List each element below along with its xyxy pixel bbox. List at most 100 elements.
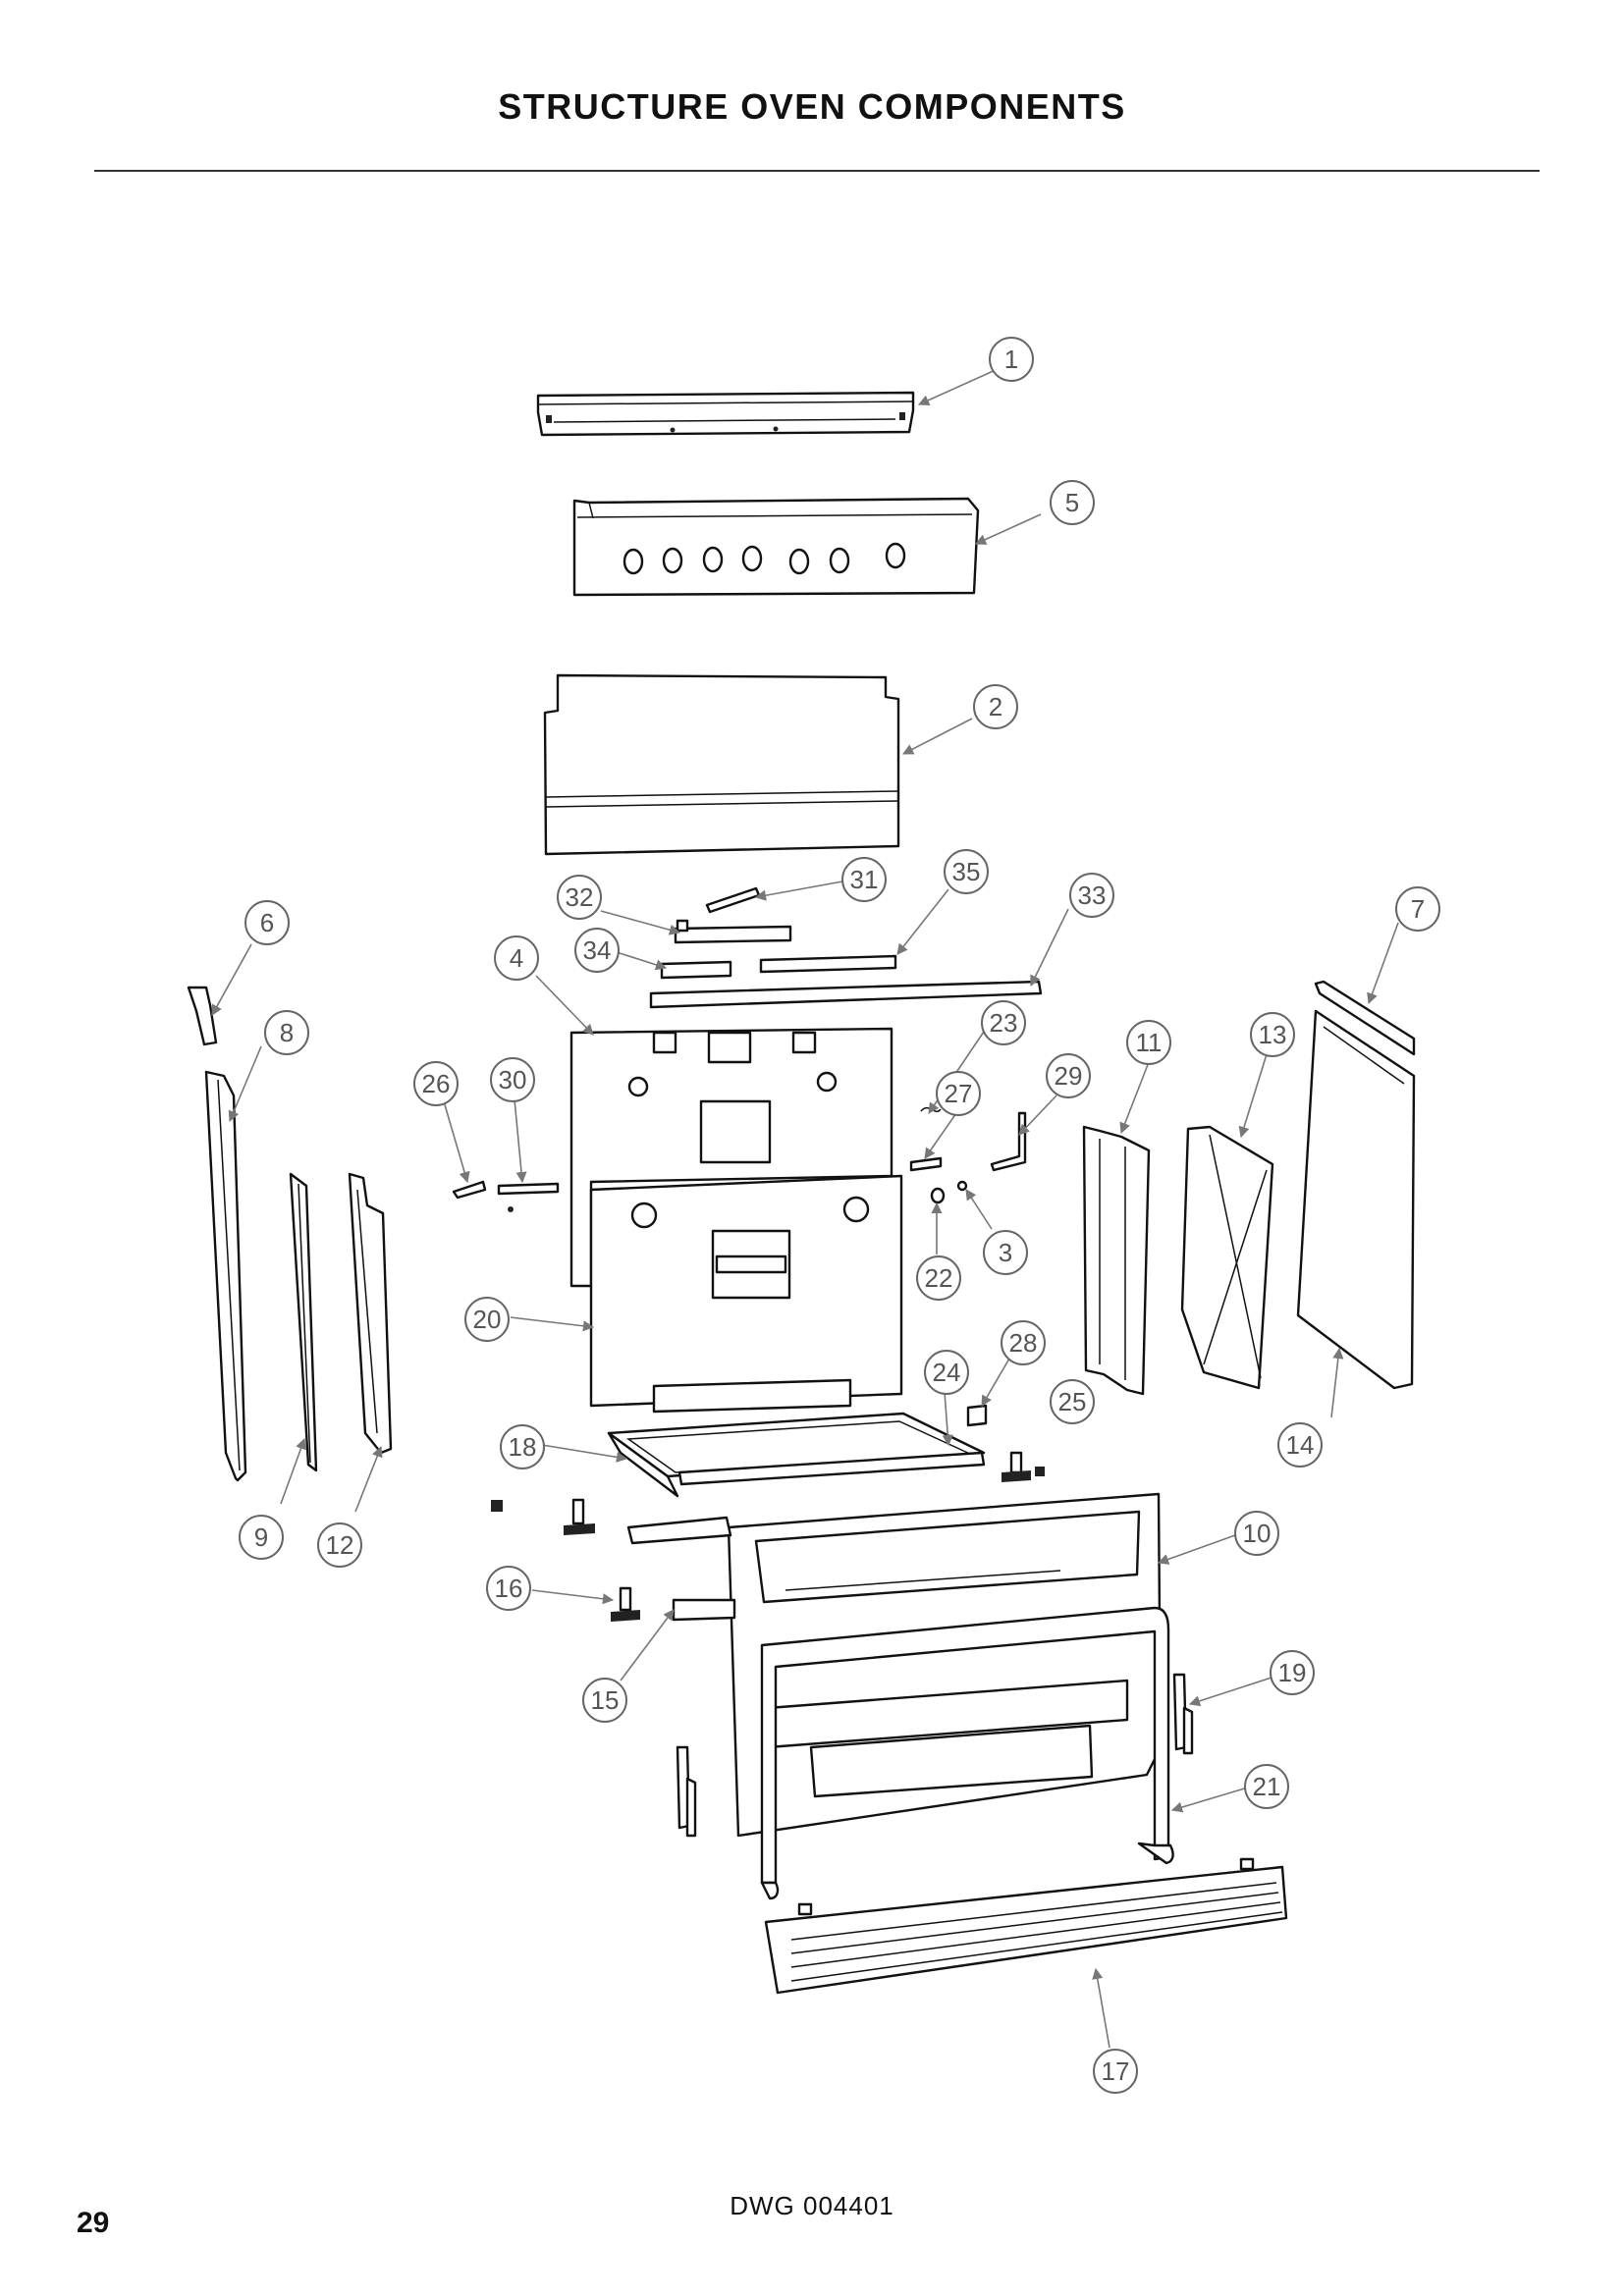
callout-28: 28 (1001, 1320, 1046, 1365)
svg-text:28: 28 (1009, 1328, 1038, 1358)
callout-35: 35 (944, 849, 989, 894)
part-12-side-frame (348, 1172, 393, 1455)
part-21-handle-frame (760, 1606, 1174, 1900)
callout-29: 29 (1046, 1053, 1091, 1098)
part-3-washer (956, 1180, 968, 1192)
callout-30: 30 (490, 1057, 535, 1102)
part-35-rail (759, 954, 897, 974)
svg-text:27: 27 (945, 1079, 973, 1108)
page-number: 29 (77, 2207, 110, 2239)
part-25-nut (1035, 1467, 1045, 1476)
drawing-number: DWG 004401 (730, 2191, 894, 2220)
part-24-foot (1001, 1451, 1031, 1482)
svg-text:3: 3 (999, 1238, 1012, 1267)
part-15-front-rail (626, 1516, 736, 1622)
control-knob-holes (623, 542, 906, 575)
part-29-bracket (990, 1111, 1027, 1172)
callout-10: 10 (1234, 1511, 1279, 1556)
svg-text:13: 13 (1259, 1020, 1287, 1049)
svg-text:11: 11 (1136, 1028, 1163, 1057)
callout-2: 2 (973, 684, 1018, 729)
callout-15: 15 (582, 1678, 627, 1723)
part-5-control-panel (572, 497, 980, 597)
callout-13: 13 (1250, 1012, 1295, 1057)
callout-3: 3 (983, 1230, 1028, 1275)
svg-text:18: 18 (509, 1432, 537, 1462)
part-30-clip (497, 1182, 560, 1212)
part-26-clip (452, 1180, 487, 1200)
svg-text:35: 35 (952, 857, 981, 886)
callout-1: 1 (989, 337, 1034, 382)
svg-text:1: 1 (1004, 345, 1018, 374)
callout-26: 26 (413, 1061, 459, 1106)
part-7-cap (1314, 980, 1416, 1056)
title-divider (94, 170, 1540, 172)
part-19-hinge-right (1172, 1673, 1194, 1755)
svg-text:10: 10 (1243, 1519, 1272, 1548)
part-11-right-frame (1082, 1125, 1151, 1396)
svg-text:32: 32 (566, 882, 594, 912)
svg-text:34: 34 (583, 935, 612, 965)
callout-9: 9 (239, 1515, 284, 1560)
callout-6: 6 (244, 900, 290, 945)
svg-text:16: 16 (495, 1574, 523, 1603)
callout-25: 25 (1050, 1379, 1095, 1424)
svg-text:8: 8 (280, 1018, 294, 1047)
part-19-hinge-left (676, 1745, 697, 1838)
part-20-oven-back (589, 1174, 903, 1414)
part-1-top-rail (536, 391, 915, 437)
part-16-foot-upper (491, 1498, 595, 1535)
callout-24: 24 (924, 1350, 969, 1395)
svg-text:12: 12 (326, 1530, 354, 1560)
svg-text:30: 30 (499, 1065, 527, 1095)
callout-23: 23 (981, 1000, 1026, 1045)
svg-text:31: 31 (850, 865, 879, 894)
callout-4: 4 (494, 935, 539, 981)
part-28-bracket (966, 1404, 988, 1427)
part-18-base-tray (607, 1412, 986, 1498)
callout-18: 18 (500, 1424, 545, 1469)
part-22-bushing (930, 1187, 946, 1204)
part-33-long-rail (649, 980, 1043, 1009)
svg-text:19: 19 (1278, 1658, 1307, 1687)
leader-lines (211, 368, 1399, 2049)
callout-34: 34 (574, 928, 620, 973)
page-title: STRUCTURE OVEN COMPONENTS (498, 86, 1126, 127)
svg-text:29: 29 (1055, 1061, 1083, 1091)
callout-12: 12 (317, 1522, 362, 1568)
part-14-side-panel (1296, 1009, 1416, 1390)
callout-17: 17 (1093, 2049, 1138, 2094)
callout-22: 22 (916, 1255, 961, 1301)
callout-21: 21 (1244, 1764, 1289, 1809)
callout-33: 33 (1069, 873, 1114, 918)
callout-16: 16 (486, 1566, 531, 1611)
svg-text:14: 14 (1286, 1430, 1315, 1460)
part-31-bracket (705, 886, 761, 914)
svg-text:21: 21 (1253, 1772, 1281, 1801)
part-9-glass (289, 1172, 318, 1472)
svg-text:33: 33 (1078, 881, 1107, 910)
callout-8: 8 (264, 1010, 309, 1055)
svg-text:6: 6 (260, 908, 274, 937)
part-34-rail (660, 960, 732, 980)
part-16-foot (611, 1586, 640, 1622)
callout-31: 31 (841, 857, 887, 902)
svg-text:5: 5 (1065, 488, 1079, 517)
svg-text:4: 4 (510, 943, 523, 973)
callout-27: 27 (936, 1071, 981, 1116)
part-4-rear-panel (569, 1027, 893, 1288)
callout-11: 11 (1126, 1020, 1171, 1065)
callout-5: 5 (1050, 480, 1095, 525)
svg-text:23: 23 (990, 1008, 1018, 1038)
callout-32: 32 (557, 875, 602, 920)
svg-text:24: 24 (933, 1358, 961, 1387)
callout-7: 7 (1395, 886, 1440, 932)
part-17-grille (764, 1857, 1288, 1995)
callouts: 1 5 2 31 35 33 32 34 4 6 7 8 23 11 13 26… (239, 337, 1440, 2094)
svg-text:26: 26 (422, 1069, 451, 1098)
callout-14: 14 (1277, 1422, 1323, 1468)
callout-20: 20 (464, 1297, 510, 1342)
callout-19: 19 (1270, 1650, 1315, 1695)
svg-text:9: 9 (254, 1522, 268, 1552)
